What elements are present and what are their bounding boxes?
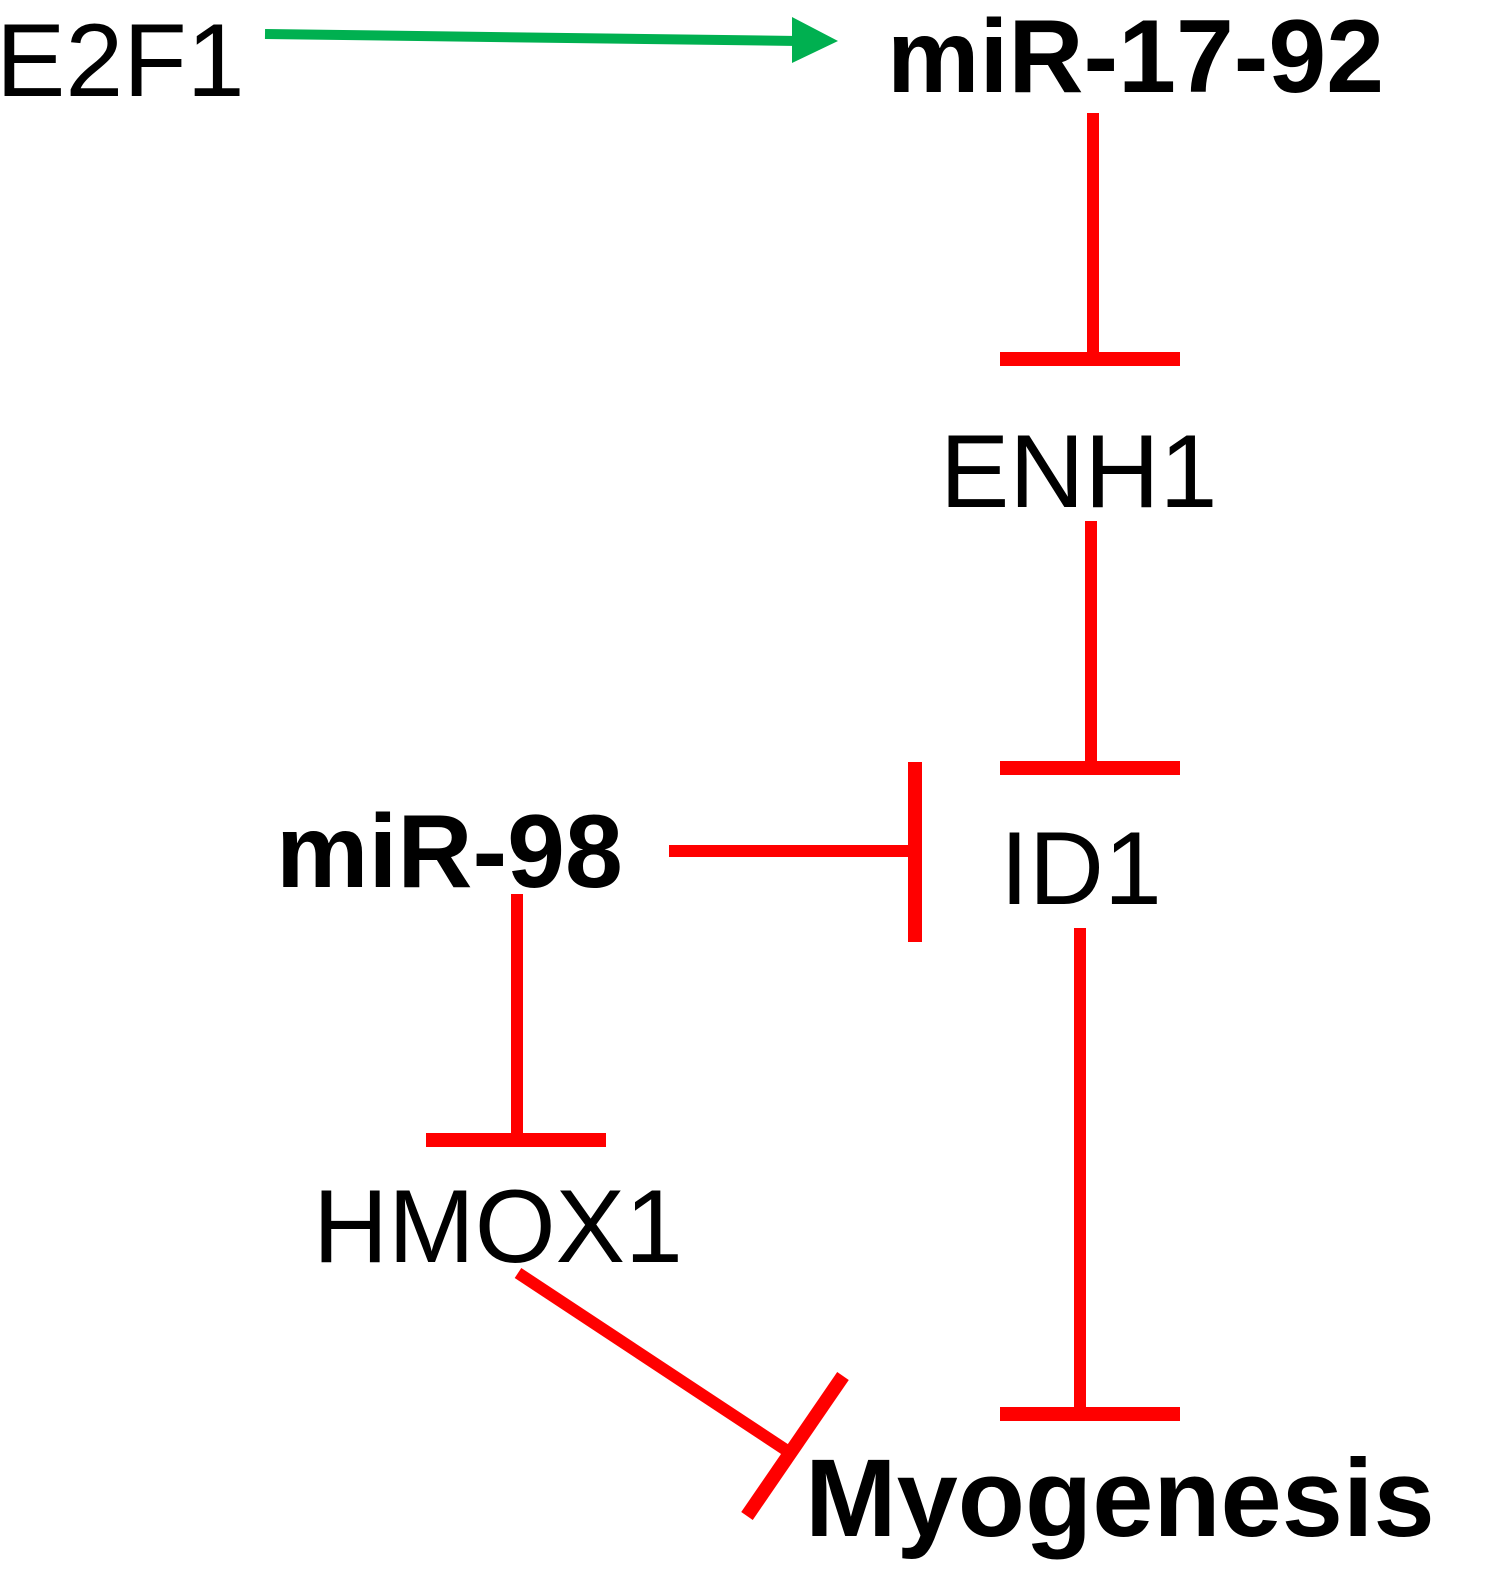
- edge-enh1-inhibits-id1: [1000, 521, 1180, 775]
- node-enh1: ENH1: [940, 414, 1217, 530]
- node-hmox1: HMOX1: [313, 1169, 683, 1285]
- edge-e2f1-activates-mir-17-92: [264, 17, 838, 63]
- inhibition-line: [514, 1267, 799, 1462]
- inhibition-bar: [741, 1372, 849, 1520]
- node-id1: ID1: [1000, 811, 1162, 927]
- activation-arrow-shaft: [264, 29, 799, 46]
- node-myogenesis: Myogenesis: [805, 1437, 1435, 1560]
- node-e2f1: E2F1: [0, 3, 245, 119]
- activation-arrow-head: [792, 17, 838, 63]
- edge-hmox1-inhibits-myogenesis: [514, 1267, 849, 1520]
- edge-mir-17-92-inhibits-enh1: [1000, 113, 1180, 366]
- node-mir-17-92: miR-17-92: [887, 0, 1384, 115]
- edge-id1-inhibits-myogenesis: [1000, 928, 1180, 1421]
- node-mir-98: miR-98: [276, 794, 623, 910]
- edge-mir-98-inhibits-id1: [669, 762, 922, 942]
- edge-mir-98-inhibits-hmox1: [426, 894, 606, 1147]
